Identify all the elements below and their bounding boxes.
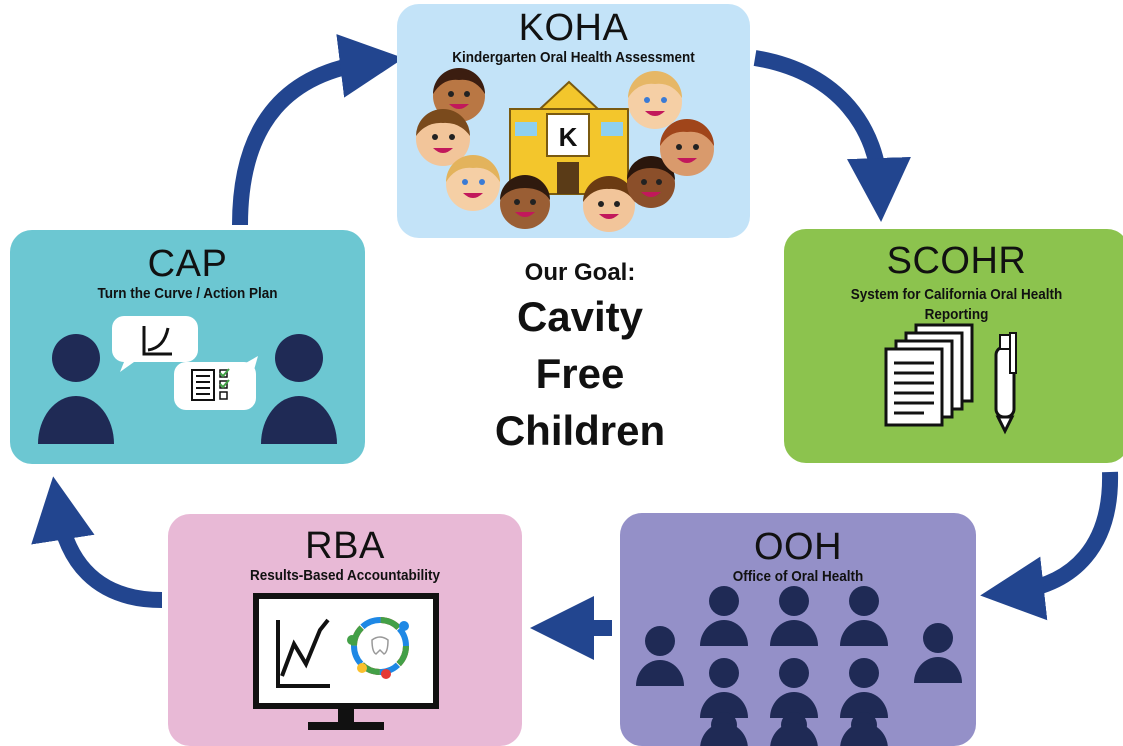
arrow-cap-to-koha [232,34,404,226]
goal-line-1: Cavity [516,293,644,340]
children-school-illustration: K [416,68,714,232]
goal-line-2: Free [535,350,625,397]
arrow-scohr-to-ooh [980,471,1119,621]
rba-box: RBA Results-Based Accountability [168,514,522,746]
person-icon [840,586,888,646]
teamwork-circle-icon [347,617,409,679]
koha-box: K KOHA Kindergarten Oral Health Assessme… [397,4,750,238]
person-icon [700,586,748,646]
person-icon [38,334,114,444]
rba-title: RBA [305,525,385,567]
cap-subtitle: Turn the Curve / Action Plan [97,285,278,302]
scohr-box: SCOHR System for California Oral Health … [784,229,1123,463]
goal-lead: Our Goal: [524,259,636,286]
monitor-chart-icon [253,593,439,730]
scohr-subtitle-line1: System for California Oral Health [850,286,1063,303]
person-icon [770,658,818,718]
person-icon [914,623,962,683]
koha-title: KOHA [518,7,629,49]
pen-icon [994,332,1017,435]
people-group-icon [636,586,962,746]
person-icon [700,712,748,746]
documents-illustration [884,323,1017,435]
svg-text:K: K [559,122,578,152]
person-icon [770,712,818,746]
ooh-box: OOH Office of Oral Health [620,513,976,746]
arrow-rba-to-cap [31,476,163,608]
person-icon [261,334,337,444]
ooh-subtitle: Office of Oral Health [732,568,864,585]
cap-title: CAP [147,243,228,285]
checklist-icon [191,368,230,401]
person-icon [770,586,818,646]
person-icon [840,712,888,746]
arrow-koha-to-scohr [753,50,911,222]
scohr-subtitle-line2: Reporting [924,306,989,323]
documents-icon [884,323,974,427]
scohr-title: SCOHR [886,240,1027,282]
planning-illustration [38,316,337,444]
goal-statement: Our Goal: Cavity Free Children [455,258,705,459]
cap-box: CAP Turn the Curve / Action Plan [10,230,365,464]
speech-bubble-icon [174,356,258,410]
person-icon [636,626,684,686]
monitor-illustration [253,593,439,730]
speech-bubble-icon [112,316,198,372]
school-building-icon: K [509,80,629,195]
person-icon [840,658,888,718]
curve-chart-icon [142,326,172,356]
ooh-title: OOH [753,526,843,568]
rba-subtitle: Results-Based Accountability [249,567,441,584]
koha-subtitle: Kindergarten Oral Health Assessment [452,49,695,66]
person-icon [700,658,748,718]
children-faces-icon [416,68,714,232]
goal-line-3: Children [494,407,666,454]
